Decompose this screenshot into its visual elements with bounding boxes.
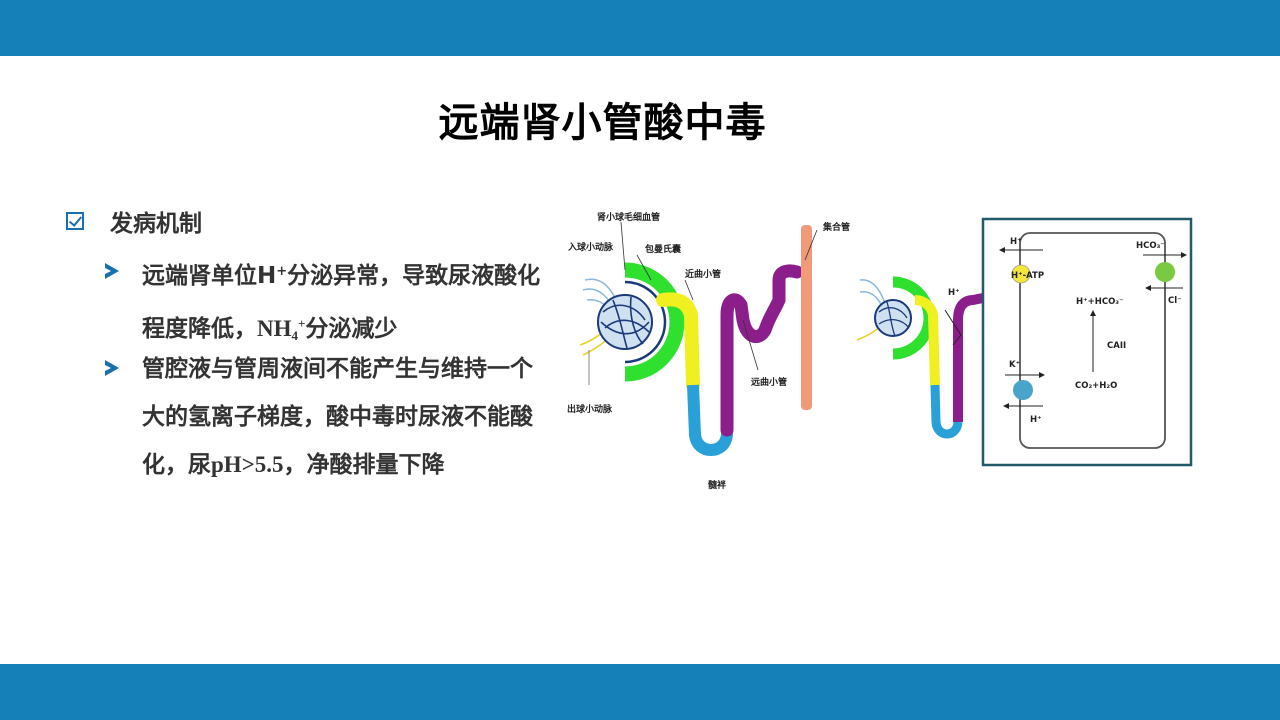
label-proximal-tubule: 近曲小管 <box>685 268 721 280</box>
bottom-banner <box>0 664 1280 720</box>
label-h-ion-bottom: H⁺ <box>1030 415 1042 425</box>
h-atp-pump <box>1011 264 1031 284</box>
label-co2-h2o: CO₂+H₂O <box>1075 381 1117 391</box>
bullet-item-1: 远端肾单位H+分泌异常，导致尿液酸化程度降低，NH4+分泌减少 <box>105 248 555 360</box>
label-glomerular-capillary: 肾小球毛细血管 <box>597 211 660 223</box>
label-collecting-duct: 集合管 <box>822 221 850 233</box>
k-h-pump <box>1013 380 1033 400</box>
label-afferent-arteriole: 入球小动脉 <box>567 241 614 253</box>
label-distal-tubule: 远曲小管 <box>751 376 787 388</box>
nephron-diagram: 肾小球毛细血管 入球小动脉 包曼氏囊 近曲小管 集合管 远曲小管 出球小动脉 髓… <box>567 211 1193 491</box>
section-heading: 发病机制 <box>66 204 202 238</box>
label-hco3: HCO₃⁻ <box>1136 241 1165 251</box>
cell-detail-box <box>981 217 1193 467</box>
bullet-item-2: 管腔液与管周液间不能产生与维持一个大的氢离子梯度，酸中毒时尿液不能酸化，尿pH>… <box>105 345 555 489</box>
label-bowman-capsule: 包曼氏囊 <box>644 243 682 255</box>
label-k: K⁺ <box>1009 360 1020 370</box>
hco3-cl-exchanger <box>1155 262 1175 282</box>
label-h-atp: H⁺-ATP <box>1011 271 1044 281</box>
bullet-text-1: 远端肾单位H+分泌异常，导致尿液酸化程度降低，NH4+分泌减少 <box>142 263 541 343</box>
label-h-hco3: H⁺+HCO₃⁻ <box>1076 297 1124 307</box>
page-title: 远端肾小管酸中毒 <box>438 100 767 146</box>
label-cl: Cl⁻ <box>1168 296 1182 306</box>
top-banner <box>0 0 1280 56</box>
label-h-ion: H⁺ <box>1010 237 1022 247</box>
label-caii: CAII <box>1107 341 1126 351</box>
label-h-ion-outer: H⁺ <box>948 288 960 298</box>
arrow-bullet-icon <box>105 263 119 279</box>
label-efferent-arteriole: 出球小动脉 <box>567 403 613 415</box>
arrow-bullet-icon <box>105 360 119 376</box>
checkbox-icon <box>66 212 84 230</box>
bullet-text-2: 管腔液与管周液间不能产生与维持一个大的氢离子梯度，酸中毒时尿液不能酸化，尿pH>… <box>142 356 533 478</box>
section-heading-text: 发病机制 <box>110 211 202 237</box>
label-loop-of-henle: 髓袢 <box>708 479 726 491</box>
